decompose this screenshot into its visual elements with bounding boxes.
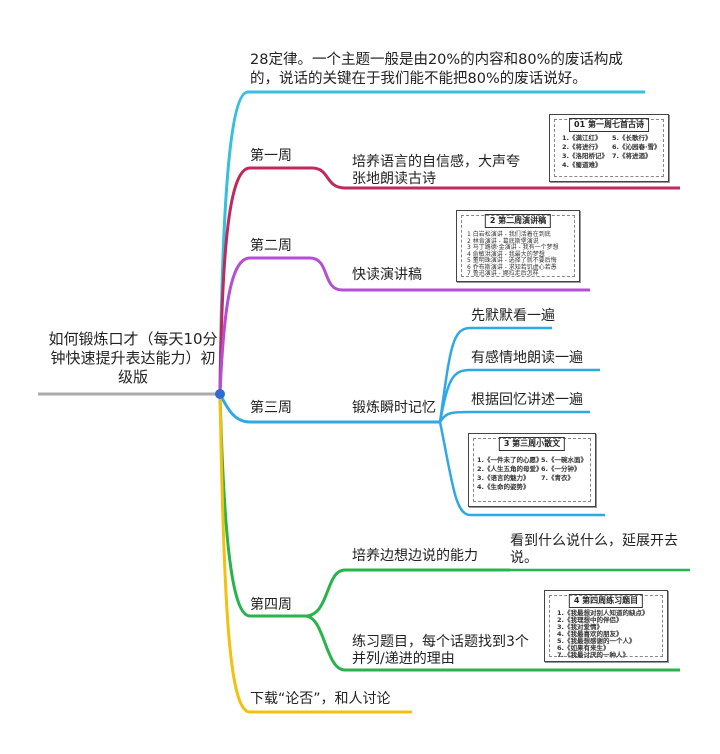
week2-speech-6: 6 乔布斯演讲 - 求知若饥虚心若愚 — [467, 263, 557, 271]
week1-poem-4: 4.《蜀道难》 — [562, 161, 602, 169]
branch-week3-step2 — [438, 368, 600, 423]
week1-label[interactable]: 第一周 — [250, 148, 292, 164]
week2-task[interactable]: 快读演讲稿 — [352, 267, 422, 283]
week3-essay-1: 1.《一件未了的心愿》 — [477, 456, 543, 464]
card-frame — [554, 119, 664, 177]
branch-week3-step1 — [438, 326, 552, 423]
week4-topic-3: 3.《我对爱情》 — [557, 623, 603, 631]
branch-download — [218, 393, 412, 714]
branch-week4-b — [304, 614, 680, 672]
week2-card[interactable]: 2 第二周演讲稿 1 白岩松演讲 - 我们活着在到底 2 林肯演讲 - 葛底斯堡… — [456, 210, 580, 282]
week3-essay-5: 5.《一碗水面》 — [541, 456, 587, 464]
week4-task-b[interactable]: 练习题目，每个话题找到3个并列/递进的理由 — [352, 634, 529, 667]
week4-topic-6: 6.《如果有来生》 — [557, 644, 610, 652]
week1-poem-6: 6.《沁园春·雪》 — [612, 143, 661, 151]
week1-poem-7: 7.《将进酒》 — [612, 152, 652, 160]
week4-card[interactable]: 4 第四周练习题目 1.《我最想对别人知道的缺点》 2.《我理想中的伴侣》 3.… — [544, 590, 668, 662]
branch-week3-step3 — [438, 410, 590, 423]
week2-speech-1: 1 白岩松演讲 - 我们活着在到底 — [467, 231, 551, 238]
card-frame — [461, 215, 575, 277]
week3-essay-6: 6.《一分钟》 — [541, 465, 581, 473]
week4-label[interactable]: 第四周 — [250, 597, 292, 613]
week2-speech-5: 5 董明珠演讲 - 选择了就不要后悔 — [467, 257, 557, 264]
branch-week1 — [218, 166, 680, 395]
rule-text[interactable]: 28定律。一个主题一般是由20%的内容和80%的废话构成的，说话的关键在于我们能… — [250, 52, 623, 87]
branch-week2 — [218, 256, 590, 395]
week3-step-2[interactable]: 有感情地朗读一遍 — [471, 350, 583, 366]
card-frame — [473, 438, 591, 502]
branch-week3 — [218, 393, 440, 424]
week1-task[interactable]: 培养语言的自信感，大声夸张地朗读古诗 — [352, 154, 520, 187]
week1-poem-2: 2.《将进行》 — [562, 143, 602, 151]
week3-essay-4: 4.《生命的姿势》 — [477, 483, 530, 491]
week4-topic-7: 7.《我最讨厌的一种人》 — [557, 651, 629, 659]
week3-label[interactable]: 第三周 — [250, 400, 292, 416]
week1-poem-3: 3.《洛阳桥记》 — [562, 152, 608, 160]
week2-speech-7: 7 鲁迅演讲 - 娜拉走后怎样 — [467, 270, 539, 277]
branch-week3-card — [438, 421, 605, 517]
week2-card-heading: 2 第二周演讲稿 — [484, 214, 552, 228]
week3-essay-2: 2.《人生五角的母爱》 — [477, 465, 543, 473]
week3-task[interactable]: 锻炼瞬时记忆 — [352, 400, 436, 416]
card-frame — [549, 595, 663, 657]
week2-label[interactable]: 第二周 — [250, 238, 292, 254]
week2-speech-2: 2 林肯演讲 - 葛底斯堡演说 — [467, 237, 539, 245]
week3-essay-3: 3.《语言的魅力》 — [477, 474, 530, 482]
week4-task-a-detail[interactable]: 看到什么说什么，延展开去说。 — [510, 533, 678, 566]
week1-poem-1: 1.《满江红》 — [562, 134, 602, 142]
center-dot — [215, 389, 225, 399]
week4-topic-5: 5.《我最想感谢的一个人》 — [557, 637, 636, 645]
root-topic[interactable]: 如何锻炼口才（每天10分钟快速提升表达能力）初级版 — [48, 330, 218, 386]
week1-card[interactable]: 01 第一周七首古诗 1.《满江红》 2.《将进行》 3.《洛阳桥记》 4.《蜀… — [549, 114, 669, 182]
week1-poem-5: 5.《长歌行》 — [612, 134, 652, 142]
week3-essay-7: 7.《青衣》 — [541, 474, 574, 482]
week4-topic-4: 4.《我最喜欢的朋友》 — [557, 630, 623, 638]
download-text[interactable]: 下载“论否”，和人讨论 — [250, 691, 391, 707]
week3-card[interactable]: 3 第三周小散文 1.《一件未了的心愿》 2.《人生五角的母爱》 3.《语言的魅… — [468, 433, 596, 507]
week3-step-1[interactable]: 先默默看一遍 — [471, 308, 555, 324]
week4-card-heading: 4 第四周练习题目 — [568, 594, 644, 608]
week3-step-3[interactable]: 根据回忆讲述一遍 — [471, 392, 583, 408]
branch-week4 — [218, 393, 510, 618]
week1-card-heading: 01 第一周七首古诗 — [569, 118, 649, 132]
week2-speech-3: 3 马丁路德·金演讲 - 我有一个梦想 — [467, 244, 559, 251]
week2-speech-4: 4 俞敏洪演讲 - 我最大的梦想 — [467, 250, 545, 258]
week4-topic-1: 1.《我最想对别人知道的缺点》 — [557, 609, 649, 617]
week4-topic-2: 2.《我理想中的伴侣》 — [557, 616, 623, 624]
week4-task-a[interactable]: 培养边想边说的能力 — [352, 548, 478, 564]
week3-card-heading: 3 第三周小散文 — [498, 437, 566, 451]
